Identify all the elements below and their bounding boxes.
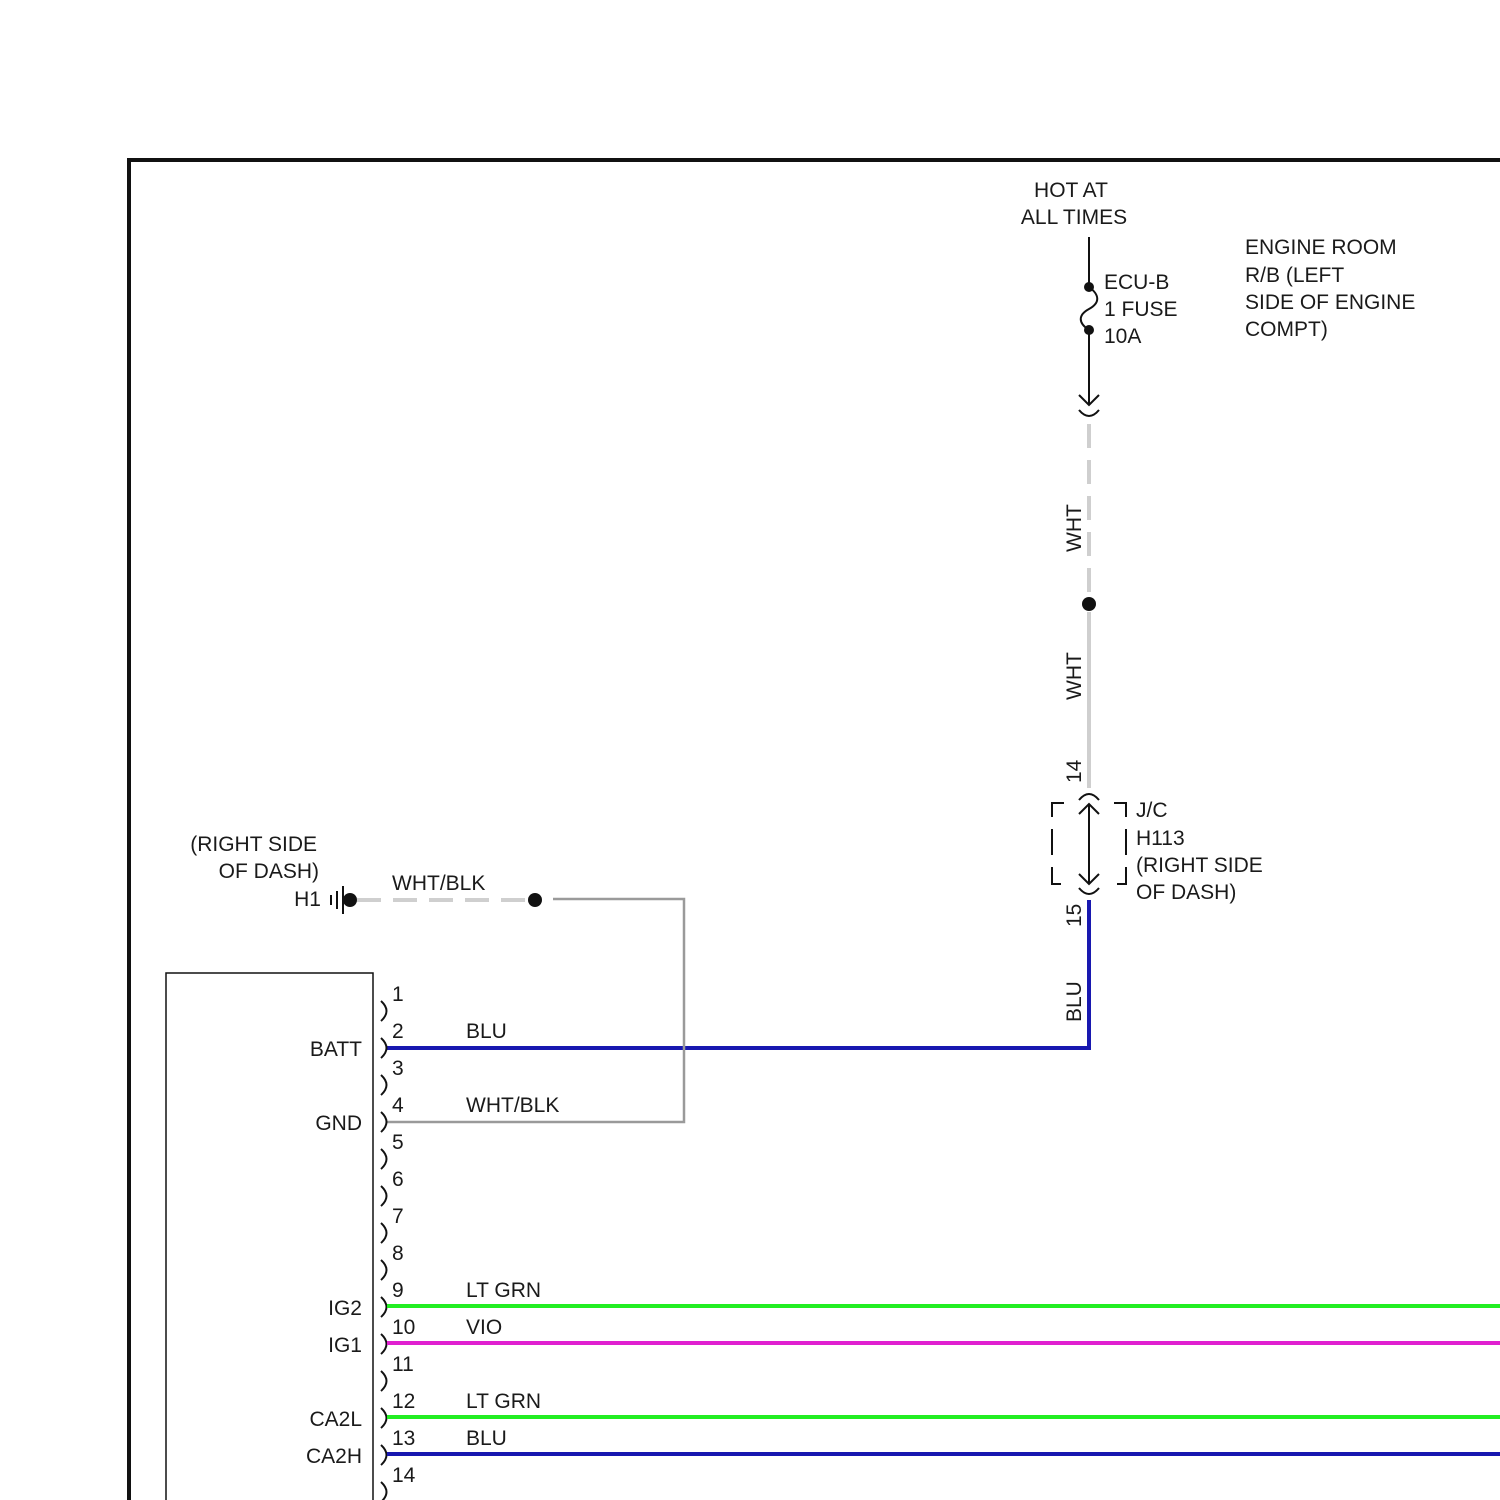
pin-name: IG1 [328, 1334, 362, 1357]
wht-upper-label: WHT [1063, 504, 1086, 552]
pin-contact [381, 1038, 387, 1058]
hot-label-line1: HOT AT [1034, 179, 1108, 202]
splice-point [1082, 597, 1096, 611]
module-pin: 7 [381, 1205, 404, 1243]
junction-connector [1052, 794, 1126, 894]
junction-label-line4: OF DASH) [1136, 881, 1236, 904]
junction-label-line1: J/C [1136, 799, 1168, 822]
pin-number: 1 [392, 983, 404, 1006]
pin-number: 4 [392, 1094, 404, 1117]
pin-name: BATT [310, 1038, 362, 1061]
pin-number: 8 [392, 1242, 404, 1265]
pin-wire-label: LT GRN [466, 1390, 541, 1413]
pin-wire-label: VIO [466, 1316, 502, 1339]
pin-contact [381, 1186, 387, 1206]
pin-number: 5 [392, 1131, 404, 1154]
pin-number: 3 [392, 1057, 404, 1080]
pin-number: 6 [392, 1168, 404, 1191]
pin-name: GND [315, 1112, 362, 1135]
pin-wire-label: LT GRN [466, 1279, 541, 1302]
ground-location-line2: OF DASH) [219, 860, 319, 883]
fuse-label-line3: 10A [1104, 325, 1141, 348]
module-pin: 3 [381, 1057, 404, 1095]
fuse-ecu-b [1079, 237, 1099, 416]
pin-wire-label: WHT/BLK [466, 1094, 559, 1117]
blu-vertical-label: BLU [1063, 981, 1086, 1022]
pin-number: 14 [392, 1464, 416, 1487]
ground-splice-point [528, 893, 542, 907]
module-pin: 8 [381, 1242, 404, 1280]
relay-box-label-line1: ENGINE ROOM [1245, 236, 1397, 259]
pin-contact [381, 1075, 387, 1095]
pin-wire-label: BLU [466, 1427, 507, 1450]
pin-contact [381, 1223, 387, 1243]
pin-contact [381, 1334, 387, 1354]
module-pin: 1 [381, 983, 404, 1021]
pin-name: CA2L [309, 1408, 362, 1431]
hot-label-line2: ALL TIMES [1021, 206, 1127, 229]
wht-lower-label: WHT [1063, 652, 1086, 700]
ground-location-line1: (RIGHT SIDE [190, 833, 317, 856]
pin-contact [381, 1112, 387, 1132]
relay-box-label-line2: R/B (LEFT [1245, 264, 1344, 287]
pin-contact [381, 1149, 387, 1169]
ground-symbol [331, 886, 357, 914]
pin-contact [381, 1371, 387, 1391]
fuse-label-line1: ECU-B [1104, 271, 1169, 294]
module-pin: 6 [381, 1168, 404, 1206]
relay-box-label-line3: SIDE OF ENGINE [1245, 291, 1415, 314]
pin-contact [381, 1445, 387, 1465]
junction-pin-14: 14 [1063, 759, 1086, 783]
pin-number: 9 [392, 1279, 404, 1302]
pin-name: CA2H [306, 1445, 362, 1468]
module-pin: 5 [381, 1131, 404, 1169]
pin-contact [381, 1408, 387, 1428]
ground-name: H1 [294, 888, 321, 911]
pin-number: 2 [392, 1020, 404, 1043]
module-pin: 11 [381, 1353, 414, 1391]
pin-name: IG2 [328, 1297, 362, 1320]
pin-number: 11 [392, 1353, 414, 1376]
pin-contact [381, 1001, 387, 1021]
fuse-label-line2: 1 FUSE [1104, 298, 1178, 321]
ground-wire-label: WHT/BLK [392, 872, 485, 895]
junction-pin-15: 15 [1063, 904, 1086, 927]
pin-contact [381, 1297, 387, 1317]
pin-number: 13 [392, 1427, 415, 1450]
module-pin: 14 [381, 1464, 416, 1500]
pin-number: 10 [392, 1316, 415, 1339]
relay-box-label-line4: COMPT) [1245, 318, 1328, 341]
pin-contact [381, 1260, 387, 1280]
pin-number: 7 [392, 1205, 404, 1228]
junction-label-line2: H113 [1136, 827, 1185, 850]
wht-blk-gnd-wire [387, 899, 684, 1122]
pin-contact [381, 1482, 387, 1500]
pin-wire-label: BLU [466, 1020, 507, 1043]
pin-number: 12 [392, 1390, 415, 1413]
junction-label-line3: (RIGHT SIDE [1136, 854, 1263, 877]
